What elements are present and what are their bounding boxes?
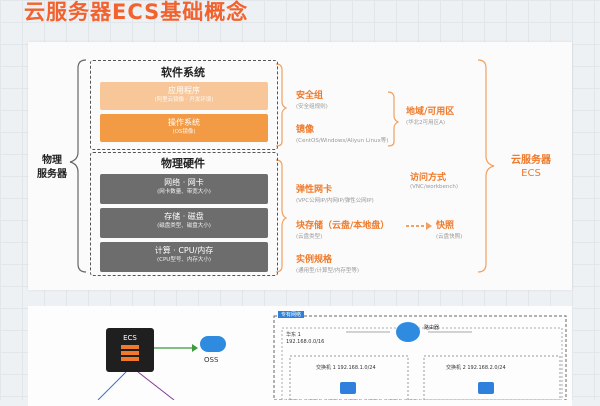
snapshot-desc: (云盘快照) [436,234,463,240]
instance-spec-desc: (通用型/计算型/内存型等) [296,268,359,274]
software-brace [275,63,288,147]
connector-lines [69,59,495,273]
storage-block: 存储 · 磁盘 (磁盘类型、磁盘大小) [100,208,268,238]
ecs-stack-3 [121,357,139,361]
ecs-stack-2 [121,351,139,355]
instance-spec-name: 实例规格 [296,255,333,265]
network-diagram-lines [97,315,567,400]
subnet-1-instance [340,382,356,394]
software-system-box [90,60,278,150]
access-name: 访问方式 [410,173,447,183]
application-desc: (阿里云镜像 · 开发环境) [154,97,214,103]
switch-1-label: 交换机 1 192.168.1.0/24 [316,365,376,371]
region-zone-desc: (华北2可用区A) [406,120,446,126]
ecs-label-line2: ECS [521,168,541,179]
ecs-stack-1 [121,345,139,349]
security-group-desc: (安全组规则) [296,104,328,110]
ecs-down-link-right [137,371,175,400]
image-feature: 镜像 (CentOS/Windows/Aliyun Linux等) [296,122,388,144]
region-zone-feature: 地域/可用区 (华北2可用区A) [406,104,454,126]
hardware-box [90,152,278,276]
subnet-2 [423,355,561,400]
oss-cloud-icon [200,336,226,352]
storage-name: 存储 · 磁盘 [164,212,204,221]
ecs-oss-arrowhead [192,344,198,352]
image-name: 镜像 [296,125,315,135]
network-block: 网络 · 网卡 (网卡数量、带宽大小) [100,174,268,204]
block-storage-name: 块存储（云盘/本地盘） [296,221,390,231]
network-name: 网络 · 网卡 [164,178,204,187]
hardware-title: 物理硬件 [161,157,205,170]
vpc-tag: 专有网络 [278,311,305,318]
image-desc: (CentOS/Windows/Aliyun Linux等) [296,138,389,144]
ecs-instance-box: ECS [106,328,154,372]
block-storage-desc: (云盘类型) [296,234,323,240]
access-desc: (VNC/workbench) [410,184,459,190]
block-storage-feature: 块存储（云盘/本地盘） (云盘类型) [296,218,389,240]
compute-name: 计算 · CPU/内存 [154,246,214,255]
router-icon [396,322,420,342]
ecs-label-line1: 云服务器 [511,155,551,166]
vpc-boundary [273,315,567,400]
left-brace [69,59,87,273]
os-desc: (OS镜像) [172,129,196,135]
physical-server-label: 物理 服务器 [30,154,74,182]
network-diagram: ECS OSS 专有网络 华东 1 192.168.0.0/16 路由器 交换机… [28,306,572,406]
application-name: 应用程序 [168,86,200,95]
os-name: 操作系统 [168,118,200,127]
snapshot-feature: 快照 (云盘快照) [436,218,462,240]
instance-spec-feature: 实例规格 (通用型/计算型/内存型等) [296,252,359,274]
storage-desc: (磁盘类型、磁盘大小) [157,223,211,229]
router-label: 路由器 [424,325,440,331]
ecs-down-link-left [97,371,127,400]
vpc-cidr: 192.168.0.0/16 [286,339,325,345]
os-block: 操作系统 (OS镜像) [100,114,268,142]
switch-2-label: 交换机 2 192.168.2.0/24 [446,365,506,371]
compute-block: 计算 · CPU/内存 (CPU型号、内存大小) [100,242,268,272]
physical-server-line1: 物理 [42,155,62,166]
region-zone-name: 地域/可用区 [406,107,455,117]
eni-name: 弹性网卡 [296,185,333,195]
page-title: 云服务器ECS基础概念 [24,0,249,24]
security-group-name: 安全组 [296,91,324,101]
ecs-concept-diagram: 软件系统 应用程序 (阿里云镜像 · 开发环境) 操作系统 (OS镜像) 物理硬… [28,42,572,290]
application-block: 应用程序 (阿里云镜像 · 开发环境) [100,82,268,110]
ecs-label: 云服务器 ECS [498,154,564,180]
subnet-1 [289,355,409,400]
ecs-brace [477,59,495,273]
software-system-title: 软件系统 [161,66,205,79]
network-desc: (网卡数量、带宽大小) [157,189,211,195]
eni-feature: 弹性网卡 (VPC公网IP/内网IP/弹性公网IP) [296,182,374,204]
hardware-brace [275,159,288,273]
zone-boundary [281,327,563,400]
oss-label: OSS [204,356,219,364]
ecs-box-label: ECS [123,334,137,342]
eni-desc: (VPC公网IP/内网IP/弹性公网IP) [296,198,374,204]
subnet-2-instance [478,382,494,394]
physical-server-line2: 服务器 [37,169,67,180]
security-group-feature: 安全组 (安全组规则) [296,88,328,110]
snapshot-arrowhead [426,222,432,230]
compute-desc: (CPU型号、内存大小) [157,257,211,263]
access-feature: 访问方式 (VNC/workbench) [410,170,458,190]
zone-label: 华东 1 [286,332,301,338]
region-brace [387,91,400,147]
snapshot-name: 快照 [436,221,455,231]
